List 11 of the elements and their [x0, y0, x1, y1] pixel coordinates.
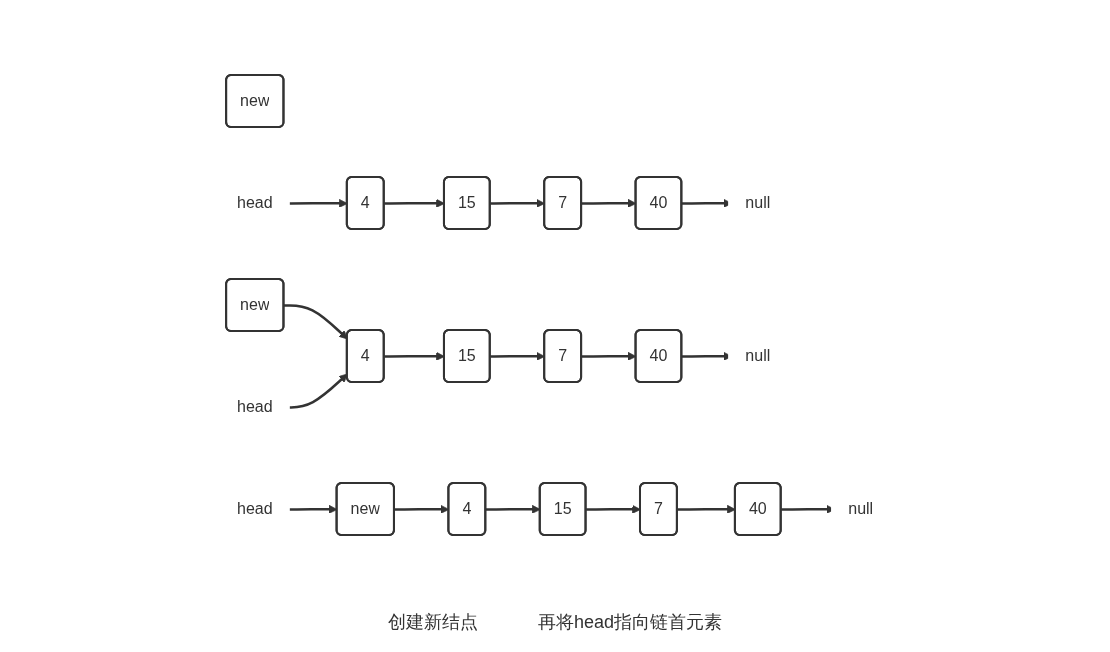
- node-text: head: [236, 500, 273, 517]
- node-text: null: [745, 194, 771, 211]
- node-text: null: [848, 500, 874, 517]
- node-text: head: [236, 194, 273, 211]
- arrow: [490, 198, 545, 208]
- node-text: null: [745, 347, 771, 364]
- arrow: [490, 351, 545, 361]
- arrow: [283, 304, 348, 340]
- node-text: head: [236, 398, 273, 415]
- note-text: 创建新结点: [387, 612, 478, 632]
- note-text: 再将head指向链首元素: [537, 612, 722, 632]
